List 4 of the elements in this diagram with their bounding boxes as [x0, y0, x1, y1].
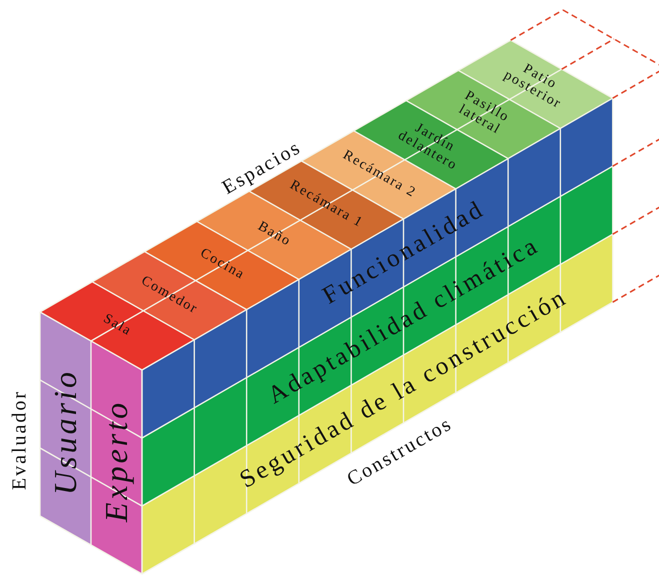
space-label: Sala — [100, 310, 136, 342]
axis-label: Evaluador — [8, 390, 32, 490]
evaluator-label: Usuario — [48, 368, 82, 495]
evaluator-label: Experto — [100, 400, 134, 522]
